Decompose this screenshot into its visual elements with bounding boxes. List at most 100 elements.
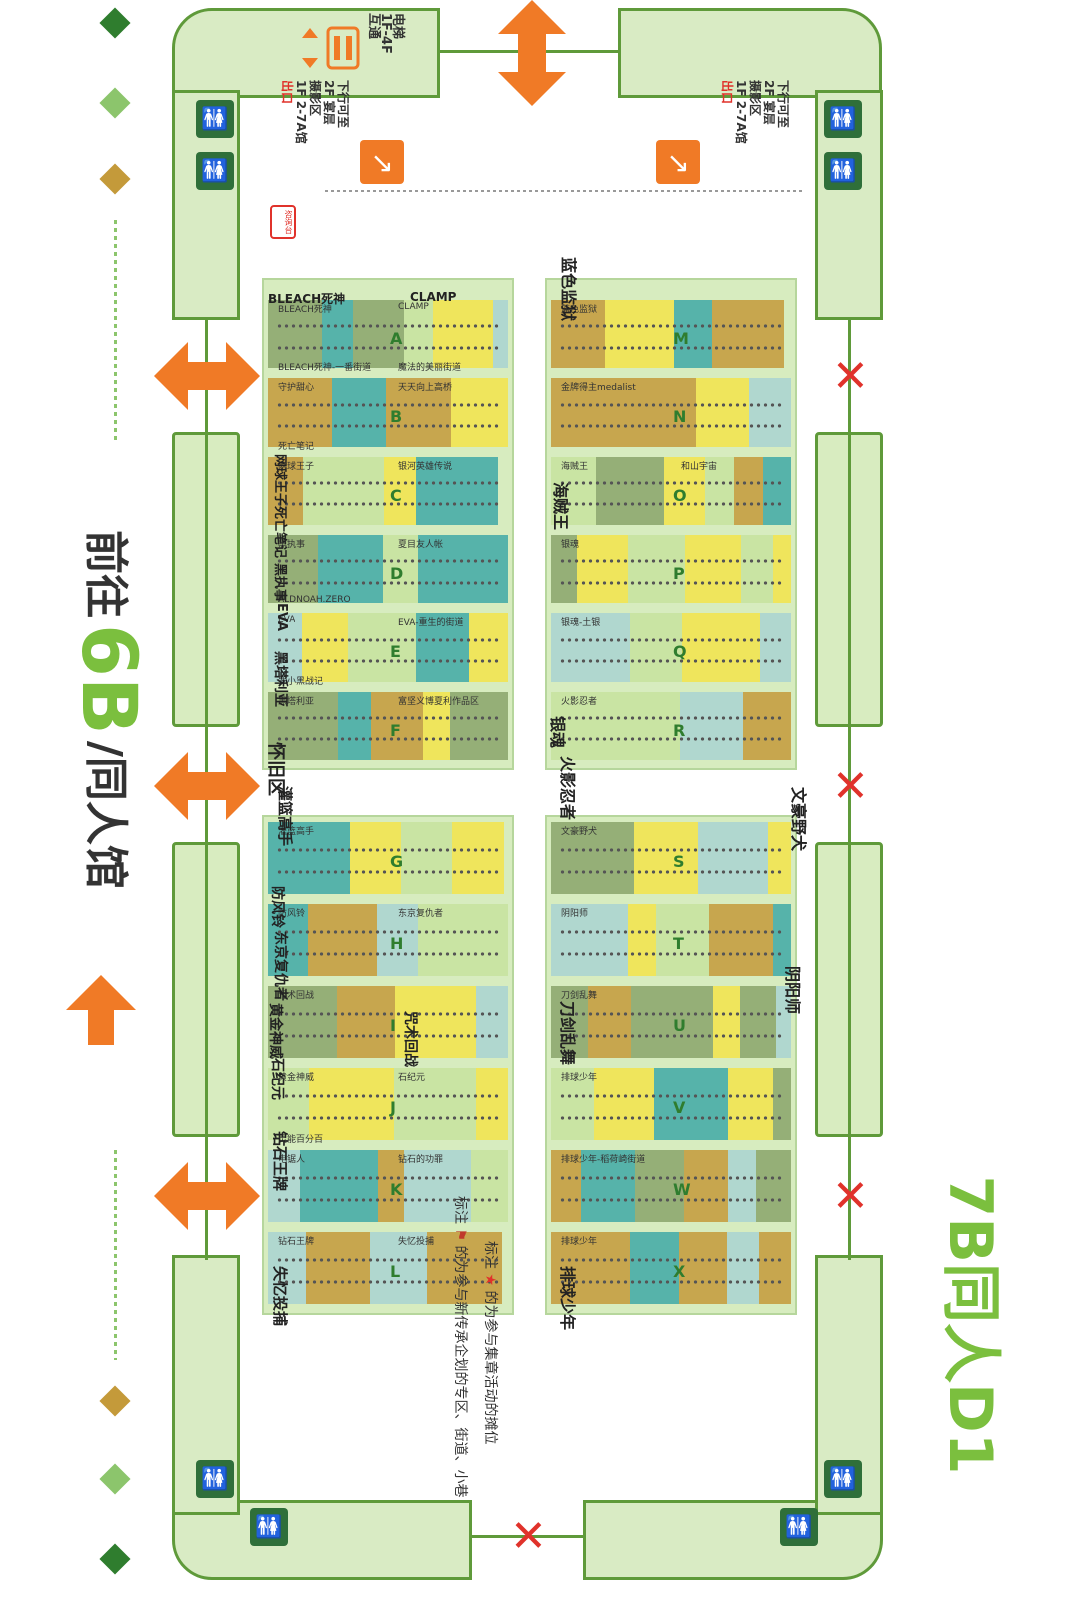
booth-block [551, 822, 634, 894]
toilet-icon: 🚻 [824, 1460, 862, 1498]
escalator-right-info: 下行可至 2F 宴层 摄影区 1F 2-7A馆 出口 [710, 80, 790, 240]
row-label: I [390, 1016, 396, 1036]
booth-label: 黑执事 [278, 540, 306, 550]
booth-dots [559, 401, 783, 408]
booth-block [768, 822, 791, 894]
row-label: G [390, 852, 404, 872]
booth-dots [559, 1010, 783, 1017]
booth-block [664, 456, 705, 525]
escalator-left-l4: 1F 2-7A馆 [294, 80, 308, 144]
booth-block [318, 535, 383, 604]
booth-block [551, 1232, 630, 1304]
section-title-touken: 刀剑乱舞 [558, 1001, 577, 1066]
booth-dots [276, 401, 500, 408]
booth-dots [276, 323, 500, 330]
booth-label: 失忆投捕 [398, 1237, 435, 1247]
booth-block [309, 1068, 334, 1140]
escalator-right-l4: 1F 2-7A馆 [734, 80, 748, 144]
booth-block [581, 1150, 635, 1222]
row-label: K [390, 1180, 403, 1200]
booth-block [268, 1232, 306, 1304]
booth-dots [559, 846, 783, 853]
booth-label: 石纪元 [398, 1073, 426, 1083]
booth-block [332, 378, 386, 447]
booth-dots [559, 1196, 783, 1203]
booth-block [418, 904, 494, 976]
booth-dots [559, 868, 783, 875]
bottom-wall-line [472, 1535, 584, 1538]
booth-label: 黄金神威 [278, 1073, 315, 1083]
section-title-slamdunk: 灌篮高手 [276, 786, 294, 847]
booth-block [306, 1232, 341, 1304]
row-label: L [390, 1262, 401, 1282]
booth-block [634, 822, 698, 894]
booth-block [268, 986, 337, 1058]
booth-block [452, 822, 504, 894]
booth-block [551, 300, 605, 369]
diamond-icon [99, 1543, 131, 1575]
entrance-arrow-icon [154, 342, 260, 410]
zone-right-bottom [545, 815, 797, 1315]
toilet-icon: 🚻 [824, 152, 862, 190]
booth-block [268, 691, 338, 760]
toilet-icon: 🚻 [824, 100, 862, 138]
booth-block [551, 904, 628, 976]
booth-block [395, 986, 439, 1058]
booth-dots [559, 344, 783, 351]
booth-block [268, 456, 303, 525]
booth-block [377, 613, 416, 682]
booth-block [268, 822, 350, 894]
section-title-bungo: 文豪野犬 [789, 787, 808, 852]
section-title-clamp: CLAMP [410, 290, 457, 304]
booth-dots [276, 1256, 500, 1263]
section-title-hetalia: 黑塔利亚 [272, 651, 288, 707]
booth-block [588, 986, 631, 1058]
booth-block [338, 691, 371, 760]
booth-block [773, 1068, 791, 1140]
booth-block [628, 904, 656, 976]
row-label: X [673, 1262, 686, 1282]
booth-dots [276, 558, 500, 565]
section-title-naruto: 火影忍者 [558, 756, 577, 821]
booth-dots [559, 1114, 783, 1121]
booth-label: 守护甜心 [278, 383, 315, 394]
hall-wall-top-right [618, 8, 882, 98]
booth-dots [276, 950, 500, 957]
booth-label: 排球少年 [561, 1237, 598, 1247]
booth-block [551, 691, 623, 760]
row-label: F [390, 720, 401, 740]
booth-block [763, 456, 791, 525]
section-title-haikyu: 排球少年 [558, 1266, 577, 1331]
booth-block [630, 613, 682, 682]
booth-block [684, 1150, 728, 1222]
booth-block [646, 300, 674, 369]
row-label: P [673, 563, 685, 583]
section-title-windbreaker: 防风铃 [269, 886, 285, 928]
row-label: R [673, 720, 686, 740]
booth-dots [559, 501, 783, 508]
booth-dots [276, 344, 500, 351]
row-label: C [390, 485, 402, 505]
booth-block [743, 691, 791, 760]
booth-block [268, 1068, 309, 1140]
row-label: T [673, 934, 684, 954]
booth-block [551, 1068, 594, 1140]
zone-left-bottom [262, 815, 514, 1315]
booth-block [350, 822, 401, 894]
booth-block [551, 1150, 581, 1222]
booth-block [551, 535, 577, 604]
booth-block [773, 535, 791, 604]
booth-block [773, 904, 791, 976]
booth-label: CLAMP [398, 302, 429, 312]
closed-x-icon: ✕ [832, 351, 869, 402]
booth-block [594, 1068, 654, 1140]
diamond-icon [99, 1385, 131, 1417]
booth-block [679, 1232, 727, 1304]
booth-block [635, 1150, 684, 1222]
toilet-icon: 🚻 [196, 152, 234, 190]
booth-label: 死亡笔记 [278, 441, 315, 452]
diamond-icon [99, 163, 131, 195]
booth-label: 排球少年-稻荷崎街道 [561, 1155, 646, 1165]
section-title-drstone: 石纪元 [269, 1058, 285, 1100]
booth-dots [276, 715, 500, 722]
